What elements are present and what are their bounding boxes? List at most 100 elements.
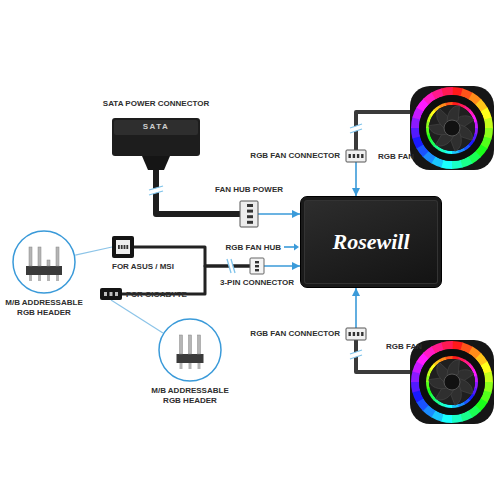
cable (111, 300, 163, 333)
part-label: FAN HUB POWER (215, 185, 283, 195)
header-pin (38, 247, 41, 266)
part-label: M/B ADDRESSABLE RGB HEADER (148, 386, 232, 406)
part-label: M/B ADDRESSABLE RGB HEADER (2, 298, 86, 318)
header-pin (29, 275, 32, 281)
fan-frame (410, 340, 494, 424)
plug-body (250, 258, 264, 274)
power-plug: FAN HUB POWER (240, 201, 258, 227)
plug-hole (353, 332, 355, 336)
callout-circle (159, 319, 221, 381)
header-pin (47, 260, 50, 266)
part-label: SATA POWER CONNECTOR (103, 99, 209, 109)
plug-hole (255, 261, 259, 263)
plug-hole (353, 154, 355, 158)
connector-marking: SATA (143, 122, 170, 132)
flow-arrow (264, 265, 300, 267)
header4-graphic (12, 230, 76, 294)
break-gap (350, 350, 362, 359)
rgb-ring (451, 160, 462, 169)
rgb-ring (484, 371, 493, 382)
plug-hole (247, 204, 253, 207)
break-gap (227, 259, 235, 273)
pointer-arrow (284, 244, 299, 251)
plug-hole (124, 245, 126, 249)
plug-body (112, 236, 134, 258)
header-pin (38, 275, 41, 281)
plug-hole (361, 154, 363, 158)
header-pin (29, 247, 32, 266)
fan-body (410, 86, 494, 170)
asus-graphic (112, 236, 134, 258)
part-label: FOR ASUS / MSI (112, 262, 174, 272)
fan-connector: RGB FAN CONNECTOR (346, 328, 366, 340)
connector-body (112, 118, 200, 156)
plug-hole (255, 265, 259, 267)
flow-arrow (355, 288, 357, 328)
header-pin (189, 363, 192, 369)
plug-hole (115, 292, 118, 296)
plug-hole (255, 269, 259, 271)
header-base (26, 266, 62, 275)
part-label: RGB FAN HUB (225, 243, 281, 253)
cable (75, 247, 112, 255)
pointer-head (294, 244, 299, 251)
break-line (231, 259, 235, 273)
header-pin (180, 363, 183, 369)
asus-plug: FOR ASUS / MSI (112, 236, 134, 258)
fan-shroud (419, 95, 485, 161)
fan-hub-cap (444, 120, 460, 136)
pin3-graphic (250, 258, 264, 274)
part-label: RGB FAN CONNECTOR (250, 329, 340, 339)
fan-body (410, 340, 494, 424)
header-pin (56, 247, 59, 266)
plug-hole (110, 292, 113, 296)
fan-frame (410, 86, 494, 170)
connector-face (114, 120, 198, 135)
plug-body (346, 328, 366, 340)
fan-graphic (410, 86, 494, 170)
fan-hub: RGB FAN HUBRosewill (300, 196, 442, 288)
gigabyte-plug: FOR GIGABYTE (100, 288, 122, 300)
fan-shroud (419, 349, 485, 415)
plug-hole (247, 221, 253, 224)
rgb-fan: RGB FAN (410, 340, 494, 424)
part-label: RGB FAN CONNECTOR (250, 151, 340, 161)
three-pin-plug: 3-PIN CONNECTOR (250, 258, 264, 274)
sata-connector: SATA POWER CONNECTORSATA (112, 118, 200, 170)
break-line (227, 259, 231, 273)
header-pin (180, 335, 183, 354)
header-pin (56, 275, 59, 281)
plug-hole (121, 245, 123, 249)
flow-arrow (355, 162, 357, 196)
rgb-fan: RGB FAN (410, 86, 494, 170)
brand-logo: Rosewill (332, 228, 409, 256)
break-gap (149, 186, 163, 195)
fanconn-graphic (346, 150, 366, 162)
part-label: RGB FAN (378, 152, 414, 162)
flow-arrow (258, 213, 300, 215)
header-pin (198, 363, 201, 369)
plug-body (346, 150, 366, 162)
cable (356, 112, 413, 150)
fan-graphic (410, 340, 494, 424)
giga-graphic (100, 288, 122, 300)
rgb-ring (451, 414, 462, 423)
break-line (149, 191, 163, 195)
rgb-ring (411, 381, 420, 392)
callout-circle (13, 231, 75, 293)
break-gap (350, 124, 362, 133)
header3-graphic (158, 318, 222, 382)
power-graphic (240, 201, 258, 227)
strain-relief (142, 156, 170, 170)
part-label: 3-PIN CONNECTOR (220, 278, 294, 288)
header-pin (47, 275, 50, 281)
plug-hole (349, 154, 351, 158)
pointer-line (284, 246, 295, 248)
plug-body (100, 288, 122, 300)
cable-break (350, 124, 362, 133)
break-line (350, 129, 362, 133)
header-callout: M/B ADDRESSABLE RGB HEADER (12, 230, 76, 294)
break-line (149, 186, 163, 190)
cable-break (227, 259, 235, 273)
cable-break (149, 186, 163, 195)
